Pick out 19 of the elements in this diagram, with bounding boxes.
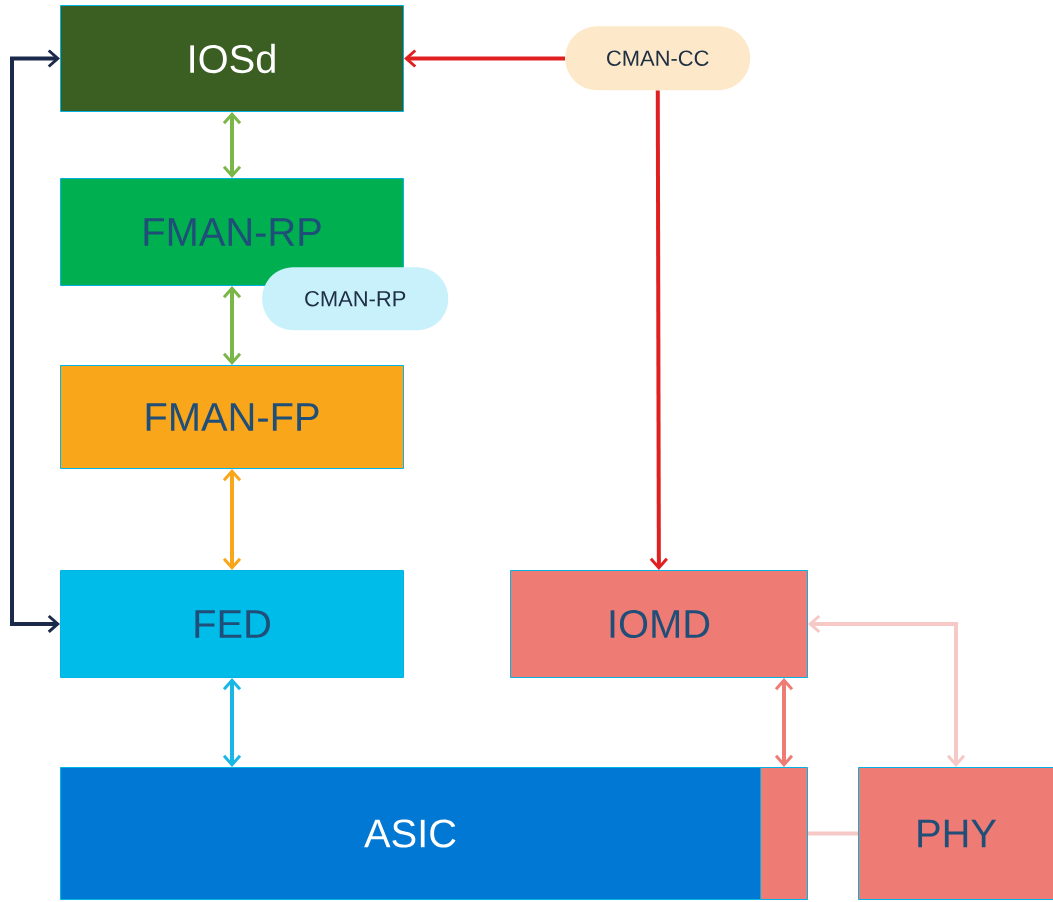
process-box: IOMD (510, 570, 808, 678)
arrow (222, 286, 242, 365)
process-box: PHY (858, 767, 1053, 900)
arrow (222, 112, 242, 178)
arrow (404, 49, 565, 68)
arrow (649, 90, 668, 570)
label-pill: CMAN-CC (565, 26, 751, 91)
arrow (808, 614, 966, 767)
arrow (10, 49, 60, 634)
process-box: IOSd (60, 5, 404, 112)
process-box: FMAN-FP (60, 365, 404, 469)
arrow (222, 678, 242, 767)
process-box: FMAN-RP (60, 178, 404, 286)
arrow (222, 469, 242, 570)
label-pill: CMAN-RP (262, 267, 449, 331)
box (760, 767, 808, 900)
arrow (774, 678, 794, 767)
process-box: ASIC (60, 767, 761, 900)
process-box: FED (60, 570, 404, 678)
